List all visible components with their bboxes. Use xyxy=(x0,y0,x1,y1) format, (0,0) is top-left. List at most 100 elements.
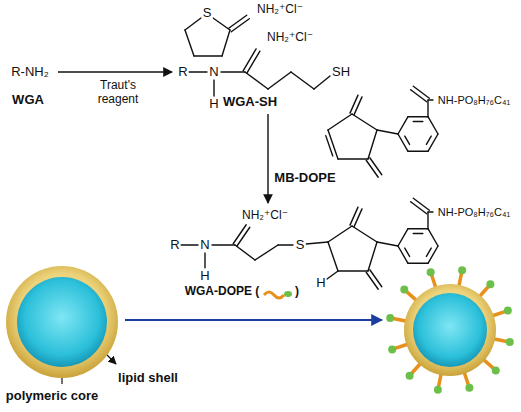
bond-line xyxy=(352,114,377,130)
bond-line xyxy=(368,242,377,271)
bond-line xyxy=(370,270,382,287)
bond-line xyxy=(213,79,214,97)
bond-line xyxy=(328,226,352,242)
bond-line xyxy=(428,246,438,263)
lipid-stick xyxy=(492,312,505,316)
bond-line xyxy=(426,136,431,144)
wga-head xyxy=(492,366,500,374)
bond-line xyxy=(291,72,314,89)
bond-line xyxy=(354,97,362,115)
reaction-arrow xyxy=(267,114,268,203)
bond-line xyxy=(306,242,328,244)
polymeric-core-circle xyxy=(17,277,107,367)
bond-line xyxy=(229,15,247,28)
bond-line xyxy=(338,158,368,159)
bond-line xyxy=(185,30,194,56)
bond-line xyxy=(222,30,230,56)
polymeric-core: polymeric core xyxy=(17,277,107,367)
bond-line xyxy=(235,245,255,260)
bond-line xyxy=(181,244,198,245)
bond-line xyxy=(413,121,423,122)
chemical-bonds xyxy=(181,15,438,289)
bond-line xyxy=(185,18,201,30)
bond-line xyxy=(233,225,246,244)
atom-label: N xyxy=(199,238,210,253)
bond-line xyxy=(413,233,423,234)
bond-line xyxy=(405,248,410,256)
compound-name: MB-DOPE xyxy=(273,171,336,186)
wga-head xyxy=(434,386,442,394)
atom-label: N xyxy=(208,65,219,80)
atom-label: R xyxy=(177,65,188,80)
lipid-stick xyxy=(438,373,441,387)
compound-name: WGA-DOPE ( xyxy=(184,285,261,299)
bond-line xyxy=(405,136,410,144)
compound-name: ) xyxy=(294,285,300,299)
bond-line xyxy=(427,212,428,229)
reaction-arrow xyxy=(58,71,172,72)
bond-line xyxy=(398,134,408,151)
atom-label: NH-PO₈H₇₆C₄₁ xyxy=(437,206,511,219)
bond-line xyxy=(204,252,205,268)
bond-line xyxy=(408,116,428,117)
bond-line xyxy=(245,72,268,89)
process-arrow xyxy=(125,319,382,321)
bond-line xyxy=(338,270,368,271)
bond-line xyxy=(408,228,428,229)
lipid-stick xyxy=(459,273,462,287)
lipid-stick xyxy=(393,318,407,321)
atom-label: S xyxy=(202,6,213,21)
bond-line xyxy=(428,117,438,134)
compound-name: WGA xyxy=(11,93,45,108)
bond-line xyxy=(314,76,330,89)
atom-label: H xyxy=(315,276,326,291)
reagent-name: Traut's reagent xyxy=(86,79,150,107)
atom-label: NH₂⁺Cl⁻ xyxy=(241,209,289,223)
bond-line xyxy=(366,272,378,289)
bond-line xyxy=(366,160,378,177)
wga-head xyxy=(506,338,514,346)
bond-line xyxy=(428,229,438,246)
atom-label: SH xyxy=(331,65,351,80)
bond-line xyxy=(221,71,245,72)
bond-line xyxy=(411,202,427,214)
bond-line xyxy=(428,211,433,212)
part-label: lipid shell xyxy=(118,370,178,385)
part-label: polymeric core xyxy=(6,388,99,403)
bond-line xyxy=(398,229,408,246)
bond-line xyxy=(354,209,362,227)
bond-line xyxy=(377,242,398,246)
wga-head xyxy=(504,307,512,315)
bond-line xyxy=(278,244,293,245)
lipid-stick xyxy=(493,339,507,342)
bond-line xyxy=(189,71,207,72)
lipid-icon xyxy=(264,291,292,298)
bond-line xyxy=(231,19,249,32)
bond-line xyxy=(408,151,428,152)
bond-line xyxy=(328,114,352,130)
lipid-shell: lipid shellpolymeric core xyxy=(6,266,118,378)
wga-head xyxy=(427,268,435,276)
bond-line xyxy=(413,198,429,210)
lipid-shell-circle xyxy=(6,266,118,378)
wga-head xyxy=(388,345,396,353)
decorated-nanoparticle xyxy=(386,266,514,394)
atom-label: NH-PO₈H₇₆C₄₁ xyxy=(437,94,511,107)
atom-label: H xyxy=(199,269,210,284)
bond-line xyxy=(398,117,408,134)
bond-line xyxy=(428,99,433,100)
wga-head xyxy=(458,266,466,274)
bond-line xyxy=(268,72,291,89)
atom-label: NH₂⁺Cl⁻ xyxy=(256,3,304,17)
wga-head xyxy=(486,280,494,288)
bond-line xyxy=(368,130,377,159)
bond-line xyxy=(194,55,222,56)
bond-line xyxy=(350,95,358,113)
bond-line xyxy=(350,207,358,225)
atom-label: S xyxy=(295,238,306,253)
wga-head xyxy=(386,314,394,322)
bond-line xyxy=(212,244,235,245)
bond-line xyxy=(213,18,230,30)
bond-line xyxy=(327,271,338,279)
bond-line xyxy=(328,242,338,271)
